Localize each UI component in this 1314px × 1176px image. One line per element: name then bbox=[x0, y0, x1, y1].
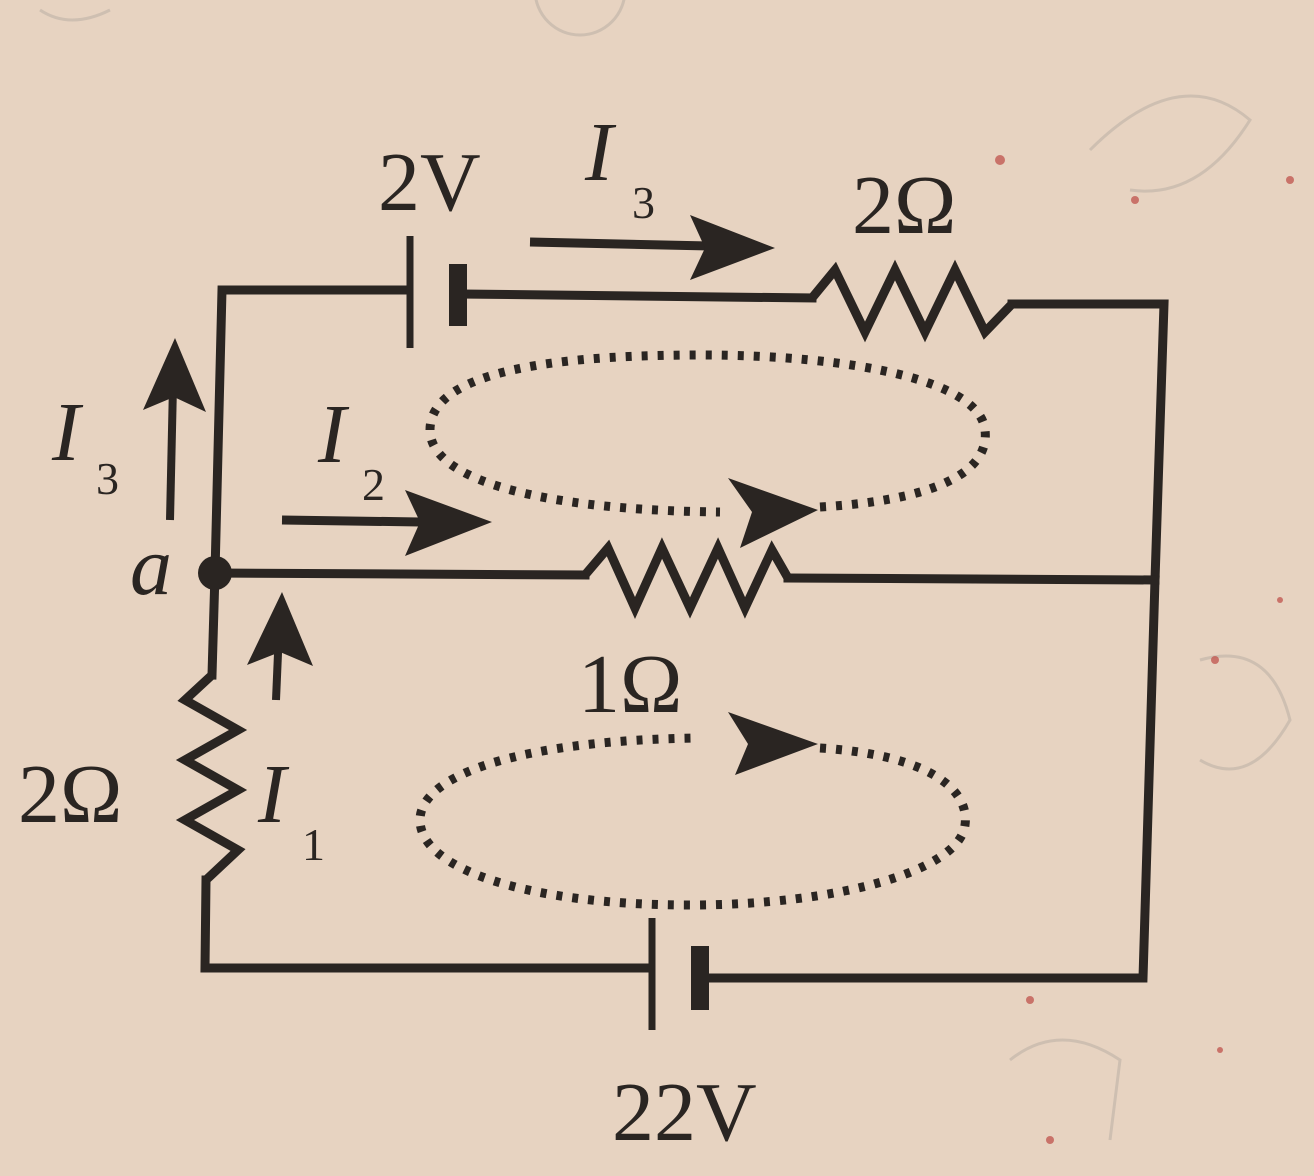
current-arrows bbox=[143, 215, 818, 775]
right-wire-bottom bbox=[695, 575, 1160, 983]
I1-letter: I bbox=[257, 748, 290, 841]
resistors bbox=[175, 259, 1016, 884]
middle-resistor-label: 1Ω bbox=[578, 638, 682, 731]
arrow-I2 bbox=[281, 490, 492, 556]
I3-top-letter: I bbox=[584, 106, 617, 199]
upper-loop bbox=[425, 350, 990, 517]
loop-paths bbox=[415, 350, 990, 910]
top-resistor-label: 2Ω bbox=[852, 159, 956, 252]
red-marks bbox=[995, 155, 1294, 1144]
top-battery bbox=[406, 236, 467, 348]
top-battery-label: 2V bbox=[378, 136, 481, 229]
node-a-label: a bbox=[130, 520, 172, 613]
wires bbox=[200, 285, 1169, 983]
labels: 2V 2Ω 1Ω 2Ω 22V a I 3 I 3 I 2 I 1 bbox=[18, 106, 956, 1159]
arrow-lower-loop bbox=[728, 712, 818, 775]
top-wire-left bbox=[210, 285, 413, 578]
I3-left-sub: 3 bbox=[96, 453, 119, 504]
bottom-battery bbox=[648, 918, 709, 1030]
top-wire-right bbox=[457, 289, 817, 303]
node-a-dot bbox=[198, 556, 232, 590]
left-resistor-label: 2Ω bbox=[18, 748, 122, 841]
arrow-I1 bbox=[247, 592, 313, 701]
right-wire-top bbox=[1007, 299, 1169, 585]
middle-resistor bbox=[581, 537, 792, 619]
bottom-wire-left bbox=[200, 875, 655, 973]
top-resistor bbox=[808, 259, 1016, 343]
I2-letter: I bbox=[317, 388, 350, 481]
left-wire-lower bbox=[207, 568, 220, 680]
lower-loop bbox=[415, 733, 970, 910]
I3-top-sub: 3 bbox=[632, 177, 655, 228]
I2-sub: 2 bbox=[362, 459, 385, 510]
arrow-I3-top bbox=[529, 215, 775, 280]
middle-wire-left bbox=[210, 568, 590, 580]
arrow-I3-left bbox=[143, 338, 206, 521]
background-scribbles bbox=[39, 0, 1292, 1141]
I1-sub: 1 bbox=[302, 819, 325, 870]
bottom-battery-label: 22V bbox=[612, 1066, 757, 1159]
I3-left-letter: I bbox=[51, 386, 84, 479]
left-resistor bbox=[175, 671, 248, 884]
arrow-upper-loop bbox=[728, 478, 818, 548]
middle-wire-right bbox=[783, 573, 1160, 585]
